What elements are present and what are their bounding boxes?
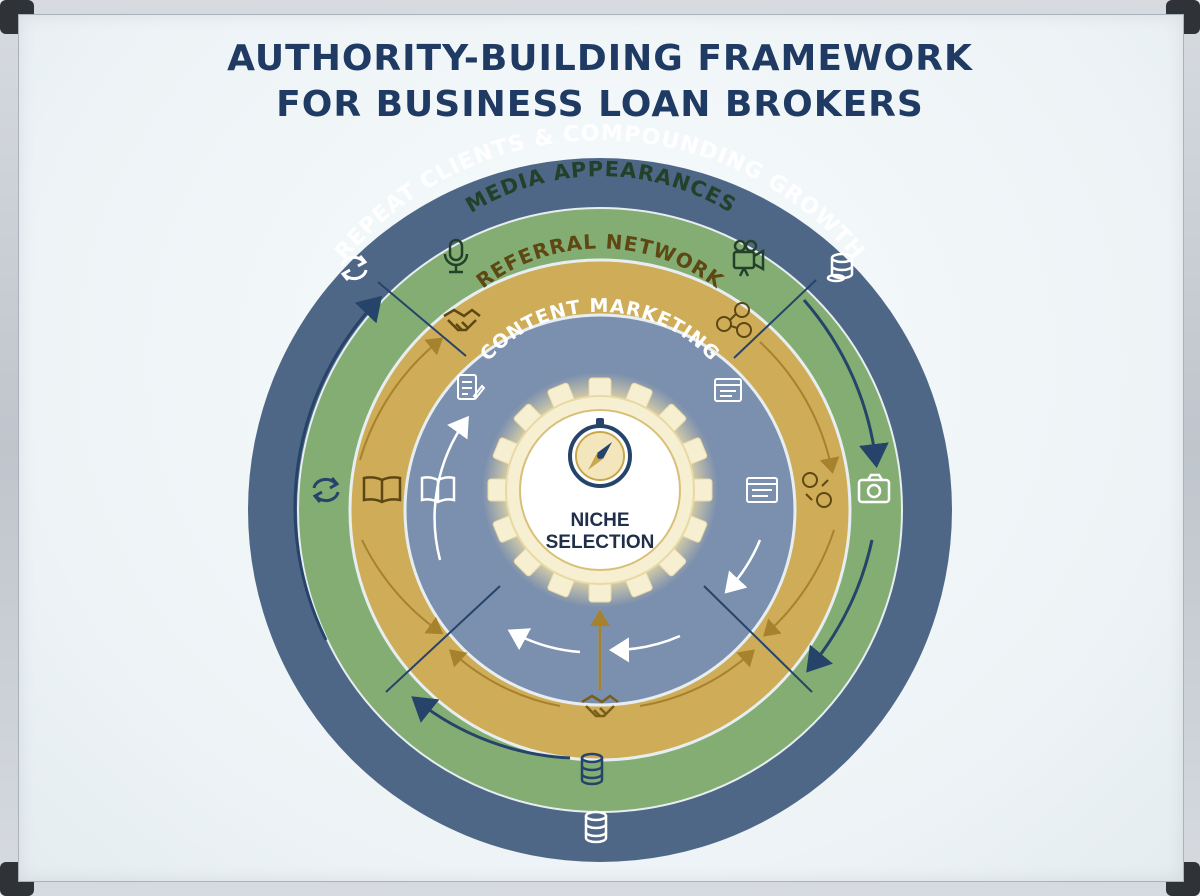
refresh-icon	[312, 477, 340, 503]
document-edit-icon	[457, 374, 486, 400]
center-label-line-1: NICHE	[570, 510, 630, 531]
compass-icon	[568, 418, 632, 488]
open-book-icon	[362, 476, 402, 504]
page-title: AUTHORITY-BUILDING FRAMEWORK FOR BUSINES…	[0, 36, 1200, 128]
gear	[487, 377, 713, 603]
microphone-icon	[443, 238, 469, 274]
network-people-icon	[716, 302, 752, 338]
center-label-line-2: SELECTION	[545, 532, 655, 553]
refresh-icon	[340, 255, 368, 281]
title-line-2: FOR BUSINESS LOAN BROKERS	[276, 84, 924, 125]
handshake-icon	[443, 308, 481, 332]
camera-icon	[857, 473, 891, 504]
browser-window-icon	[746, 477, 778, 503]
center-label: NICHE SELECTION	[528, 510, 672, 554]
coins-icon	[826, 252, 854, 283]
network-people-icon	[802, 472, 832, 508]
video-camera-icon	[732, 239, 765, 277]
browser-window-icon	[714, 378, 742, 402]
handshake-icon	[581, 694, 619, 718]
title-line-1: AUTHORITY-BUILDING FRAMEWORK	[227, 38, 973, 79]
coins-icon	[580, 752, 604, 786]
open-book-icon	[420, 476, 456, 504]
coins-icon	[584, 810, 608, 844]
